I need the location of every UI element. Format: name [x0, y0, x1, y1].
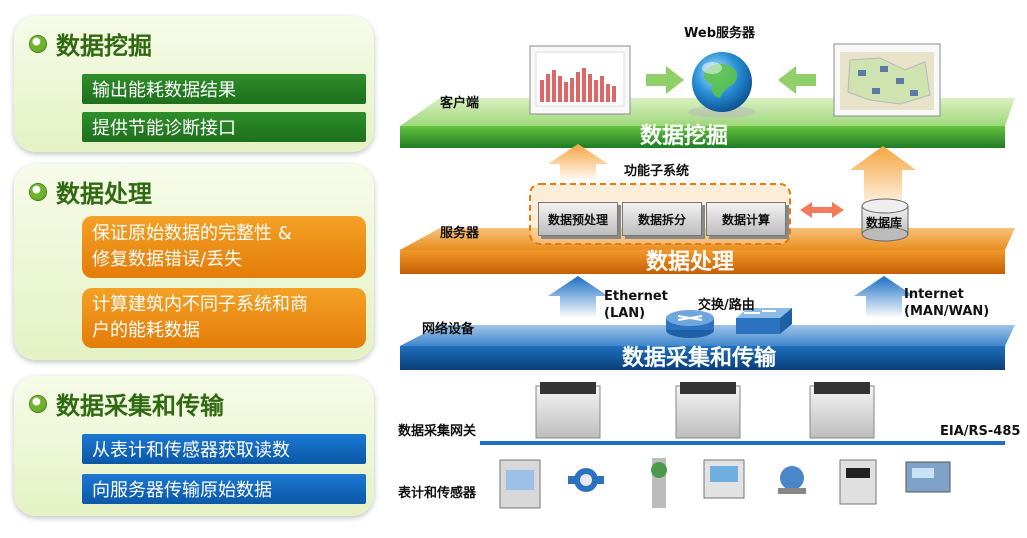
web-server-label: Web服务器 [684, 26, 755, 41]
switch-icon [736, 308, 792, 334]
database-icon [861, 198, 909, 242]
layer-collection [400, 325, 1015, 370]
panel-title: 数据采集和传输 [30, 386, 224, 421]
panel-item: 提供节能诊断接口 [82, 112, 366, 142]
bullet-icon [30, 183, 46, 200]
flow-meter-icon [651, 458, 667, 508]
ethernet-label: Ethernet (LAN) [604, 289, 668, 321]
client-screenshot-map [833, 43, 941, 117]
client-screenshot-chart [529, 45, 631, 115]
panel-title: 数据处理 [30, 174, 152, 209]
gas-meter-icon [839, 459, 877, 505]
double-arrow-icon [800, 202, 844, 218]
arrow-up-icon [548, 144, 608, 182]
layer-title-mining: 数据挖掘 [640, 124, 729, 149]
bullet-icon [30, 35, 46, 52]
row-label-network: 网络设备 [422, 322, 475, 337]
row-label-meters: 表计和传感器 [398, 486, 477, 501]
panel-data-collection: 数据采集和传输 从表计和传感器获取读数 向服务器传输原始数据 [14, 376, 374, 516]
row-label-client: 客户端 [440, 96, 480, 111]
panel-title: 数据挖掘 [30, 26, 152, 61]
panel-item: 从表计和传感器获取读数 [82, 434, 366, 464]
module-calculation: 数据计算 [706, 202, 786, 236]
bus-label: EIA/RS-485 [940, 424, 1021, 439]
arrow-right-icon [646, 66, 684, 94]
ultrasonic-meter-icon [905, 461, 951, 493]
module-preprocessing: 数据预处理 [538, 202, 618, 236]
arrow-up-icon [548, 276, 608, 318]
water-meter-icon [568, 468, 604, 492]
layer-title-collection: 数据采集和传输 [622, 346, 777, 371]
bullet-icon [30, 395, 46, 412]
database-label: 数据库 [866, 216, 903, 230]
panel-item: 输出能耗数据结果 [82, 74, 366, 104]
module-splitting: 数据拆分 [622, 202, 702, 236]
panel-item: 保证原始数据的完整性 & 修复数据错误/丢失 [82, 216, 366, 278]
gateway-device-icon [809, 382, 875, 439]
gateway-device-icon [535, 382, 601, 439]
row-label-gateway: 数据采集网关 [398, 424, 477, 439]
function-subsystem-label: 功能子系统 [624, 164, 690, 179]
panel-data-processing: 数据处理 保证原始数据的完整性 & 修复数据错误/丢失 计算建筑内不同子系统和商… [14, 164, 374, 360]
arrow-up-icon [854, 276, 914, 318]
arrow-left-icon [778, 66, 816, 94]
gateway-device-icon [675, 382, 741, 439]
energy-meter-icon [703, 459, 745, 499]
panel-item: 计算建筑内不同子系统和商 户的能耗数据 [82, 288, 366, 348]
row-label-server: 服务器 [440, 226, 480, 241]
arrow-up-icon [850, 146, 916, 215]
internet-label: Internet (MAN/WAN) [904, 287, 990, 319]
meter-panel-icon [499, 459, 541, 509]
panel-item: 向服务器传输原始数据 [82, 474, 366, 504]
router-icon [666, 310, 714, 338]
heat-meter-icon [778, 466, 806, 494]
switch-router-label: 交换/路由 [698, 298, 755, 313]
layer-title-processing: 数据处理 [646, 250, 735, 275]
globe-icon [688, 52, 756, 118]
panel-data-mining: 数据挖掘 输出能耗数据结果 提供节能诊断接口 [14, 16, 374, 152]
